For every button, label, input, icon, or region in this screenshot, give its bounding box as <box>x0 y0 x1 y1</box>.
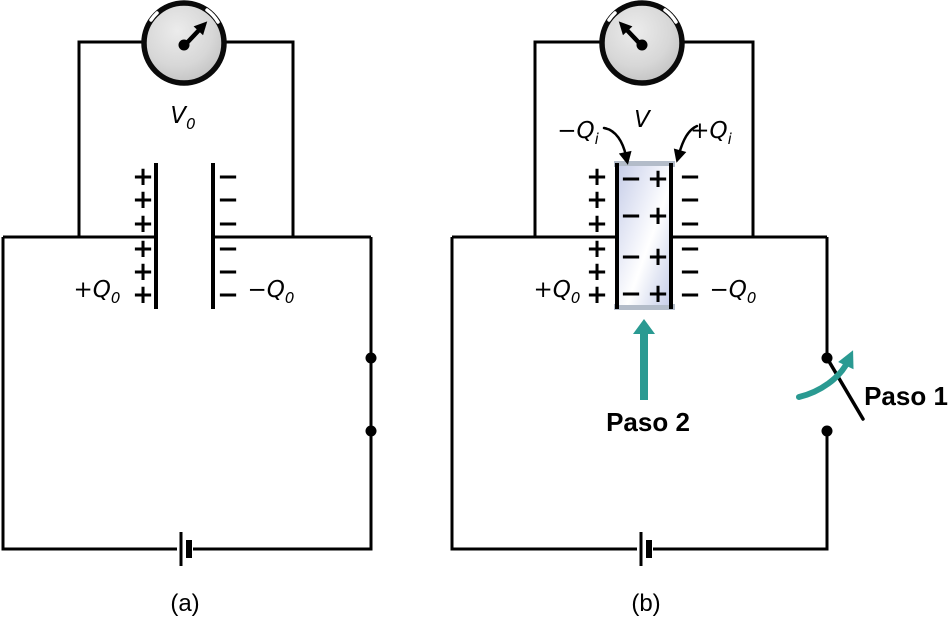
minus-charge-sign: − <box>217 234 239 264</box>
plus-charge-sign: + <box>647 242 669 272</box>
plus-charge-sign: + <box>586 257 608 287</box>
switch-terminal-dot <box>365 425 377 437</box>
dial-highlight <box>607 11 617 22</box>
minus-charge-sign: − <box>217 257 239 287</box>
switch-lever <box>825 356 865 421</box>
plus-charge-sign: + <box>647 279 669 309</box>
step1-label: Paso 1 <box>864 381 948 411</box>
plus-charge-sign: + <box>586 162 608 192</box>
right-loop-wire-a <box>193 237 373 551</box>
minus-charge-sign: − <box>217 185 239 215</box>
step2-label: Paso 2 <box>606 407 690 437</box>
step1-arrow-icon <box>796 350 854 400</box>
battery-icon-b <box>639 532 652 566</box>
minus-charge-sign: − <box>217 209 239 239</box>
minus-plate-label-b: −Q0 <box>710 277 757 307</box>
needle-pivot <box>636 39 648 51</box>
panel-b-caption: (b) <box>631 590 660 617</box>
minus-charge-sign: − <box>679 280 701 310</box>
minus-charge-sign: − <box>620 242 642 272</box>
plus-charge-sign: + <box>132 234 154 264</box>
plus-charge-sign: + <box>132 257 154 287</box>
minus-charge-sign: − <box>620 279 642 309</box>
minus-charge-sign: − <box>679 209 701 239</box>
induced-minus-pointer-icon <box>602 126 632 165</box>
plus-charge-sign: + <box>647 164 669 194</box>
minus-charge-sign: − <box>679 185 701 215</box>
voltmeter-a <box>141 0 227 86</box>
dial-highlight <box>663 8 678 24</box>
voltmeter-label-b: V <box>634 107 652 133</box>
switch-terminal-dot <box>821 352 833 364</box>
dielectric-slab <box>614 161 675 310</box>
dial-highlight <box>205 8 220 24</box>
minus-plate-label-a: −Q0 <box>248 277 295 307</box>
induced-plus-label: +Qi <box>690 118 732 148</box>
plus-charge-sign: + <box>586 234 608 264</box>
right-loop-wire-b <box>653 431 829 551</box>
voltmeter-label-a: V0 <box>170 103 195 133</box>
induced-charges: − − − − + + + + <box>620 164 669 309</box>
minus-charge-sign: − <box>679 162 701 192</box>
left-loop-wire-b <box>450 237 637 551</box>
plate-charges-b: + + + + + + − − − − − − <box>586 162 701 310</box>
step2-arrow-icon <box>633 319 655 400</box>
plus-plate-label-a: +Q0 <box>74 277 121 307</box>
minus-charge-sign: − <box>620 201 642 231</box>
panel-a: + + + + + + − − − − − − V0 +Q0 −Q0 (a) <box>1 0 377 617</box>
switch-terminal-dot <box>821 425 833 437</box>
minus-charge-sign: − <box>679 234 701 264</box>
left-loop-wire-a <box>1 237 177 551</box>
dial-highlight <box>149 11 159 22</box>
slab-body <box>619 166 669 305</box>
plus-plate-label-b: +Q0 <box>534 277 581 307</box>
minus-charge-sign: − <box>217 162 239 192</box>
induced-plus-pointer-icon <box>673 124 699 163</box>
switch-terminal-dot <box>365 352 377 364</box>
slab-bottom-edge <box>614 304 675 310</box>
panel-a-caption: (a) <box>170 590 199 617</box>
plus-charge-sign: + <box>586 280 608 310</box>
plus-charge-sign: + <box>132 280 154 310</box>
induced-minus-label: −Qi <box>557 118 599 148</box>
plus-charge-sign: + <box>132 209 154 239</box>
minus-charge-sign: − <box>620 164 642 194</box>
panel-b: + + + + + + − − − − − − − − − − + + + + <box>450 0 948 617</box>
switch-open-b <box>796 350 865 437</box>
needle-pivot <box>178 39 190 51</box>
plus-charge-sign: + <box>586 209 608 239</box>
switch-closed-a <box>365 352 377 437</box>
plus-charge-sign: + <box>132 162 154 192</box>
voltmeter-b <box>599 0 685 86</box>
slab-top-edge <box>614 161 675 167</box>
plus-charge-sign: + <box>132 185 154 215</box>
minus-charge-sign: − <box>679 257 701 287</box>
plus-charge-sign: + <box>586 185 608 215</box>
battery-icon-a <box>179 532 192 566</box>
minus-charge-sign: − <box>217 280 239 310</box>
plus-charge-sign: + <box>647 201 669 231</box>
plate-charges-a: + + + + + + − − − − − − <box>132 162 239 310</box>
